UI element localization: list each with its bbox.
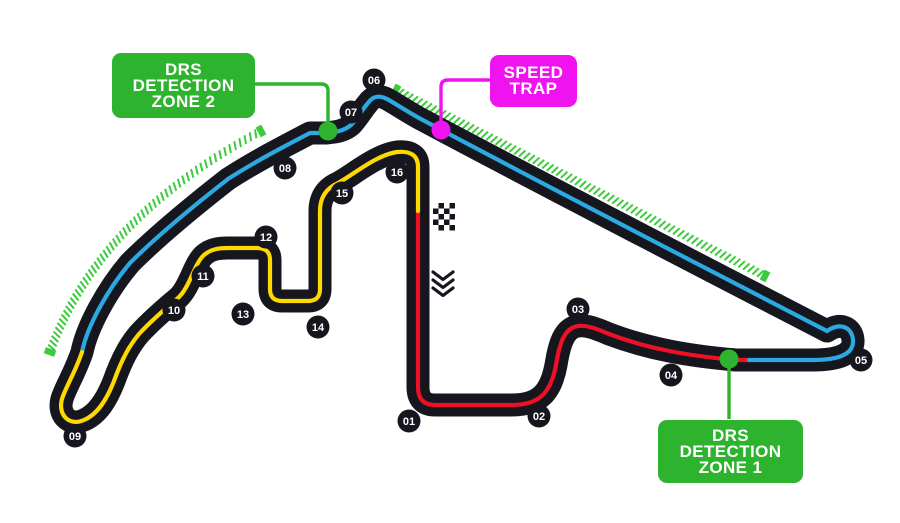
svg-text:10: 10 xyxy=(168,305,180,317)
speed-trap-dot xyxy=(431,120,451,140)
svg-text:16: 16 xyxy=(391,167,403,179)
track-outline xyxy=(49,85,865,434)
drs-zone-2-connector-line xyxy=(255,82,330,124)
direction-chevron-down-icon xyxy=(431,286,455,298)
label-line: DRS xyxy=(164,59,203,79)
svg-text:04: 04 xyxy=(665,370,678,382)
turn-marker-03: 03 xyxy=(566,297,590,321)
drs-activation-zones xyxy=(43,83,771,357)
label-line: ZONE 1 xyxy=(698,457,763,477)
label-line: TRAP xyxy=(509,79,558,98)
drs-detection-zone-2-label: DRS DETECTION ZONE 2 xyxy=(112,53,255,118)
label-line: ZONE 2 xyxy=(151,91,216,111)
drs-zone-1-ticks xyxy=(390,83,771,283)
turn-marker-10: 10 xyxy=(162,298,186,322)
checkered-flag-icon xyxy=(438,225,444,231)
svg-text:03: 03 xyxy=(572,304,584,316)
svg-text:08: 08 xyxy=(279,163,291,175)
drs-zone-1-end-block xyxy=(759,269,771,283)
svg-text:06: 06 xyxy=(368,75,380,87)
svg-text:14: 14 xyxy=(312,322,325,334)
drs-zone-2-ticks xyxy=(43,124,267,357)
direction-chevron-down-icon xyxy=(431,270,455,282)
speed-trap-connector-line xyxy=(439,78,490,123)
checkered-flag-icon xyxy=(438,214,444,220)
turn-marker-13: 13 xyxy=(231,302,255,326)
turn-marker-08: 08 xyxy=(273,156,297,180)
racing-line-sector-1 xyxy=(415,208,752,408)
drs-zone-2-end-block xyxy=(43,347,57,357)
racing-line-sector-2 xyxy=(79,94,856,363)
svg-text:07: 07 xyxy=(345,107,357,119)
turn-marker-06: 06 xyxy=(362,68,386,92)
direction-chevron-down-icon xyxy=(431,278,455,290)
svg-text:01: 01 xyxy=(403,416,415,428)
drs-detection-zone-1-label: DRS DETECTION ZONE 1 xyxy=(658,420,803,483)
turn-marker-16: 16 xyxy=(385,160,409,184)
svg-text:05: 05 xyxy=(855,355,867,367)
svg-text:11: 11 xyxy=(197,271,209,283)
turn-marker-12: 12 xyxy=(254,225,278,249)
label-line: DETECTION xyxy=(132,75,235,95)
drs-zone-2-end-block xyxy=(255,124,267,138)
start-finish-markers xyxy=(431,203,455,298)
label-line: DRS xyxy=(711,425,750,445)
speed-trap-label: SPEED TRAP xyxy=(490,55,577,107)
checkered-flag-icon xyxy=(449,214,455,220)
checkered-flag-icon xyxy=(444,208,450,214)
turn-marker-04: 04 xyxy=(659,363,683,387)
turn-marker-14: 14 xyxy=(306,315,330,339)
checkered-flag-icon xyxy=(444,219,450,225)
checkered-flag-icon xyxy=(449,203,455,209)
turn-marker-05: 05 xyxy=(849,348,873,372)
checkered-flag-icon xyxy=(438,203,444,209)
checkered-flag-icon xyxy=(433,219,439,225)
drs-detection-1-dot xyxy=(719,349,739,369)
svg-text:12: 12 xyxy=(260,232,272,244)
turn-marker-07: 07 xyxy=(339,100,363,124)
label-line: SPEED xyxy=(503,63,564,82)
svg-text:15: 15 xyxy=(336,188,348,200)
turn-markers: 01 02 03 04 05 06 07 08 09 10 11 12 13 14 15 16 xyxy=(63,68,873,448)
checkered-flag-icon xyxy=(433,208,439,214)
turn-marker-15: 15 xyxy=(330,181,354,205)
turn-marker-01: 01 xyxy=(397,409,421,433)
turn-marker-02: 02 xyxy=(527,404,551,428)
label-line: DETECTION xyxy=(679,441,782,461)
svg-text:13: 13 xyxy=(237,309,249,321)
svg-text:09: 09 xyxy=(69,431,81,443)
turn-marker-09: 09 xyxy=(63,424,87,448)
svg-text:02: 02 xyxy=(533,411,545,423)
drs-detection-2-dot xyxy=(318,121,338,141)
turn-marker-11: 11 xyxy=(191,264,215,288)
checkered-flag-icon xyxy=(449,225,455,231)
drs-zone-1-end-block xyxy=(390,83,402,97)
